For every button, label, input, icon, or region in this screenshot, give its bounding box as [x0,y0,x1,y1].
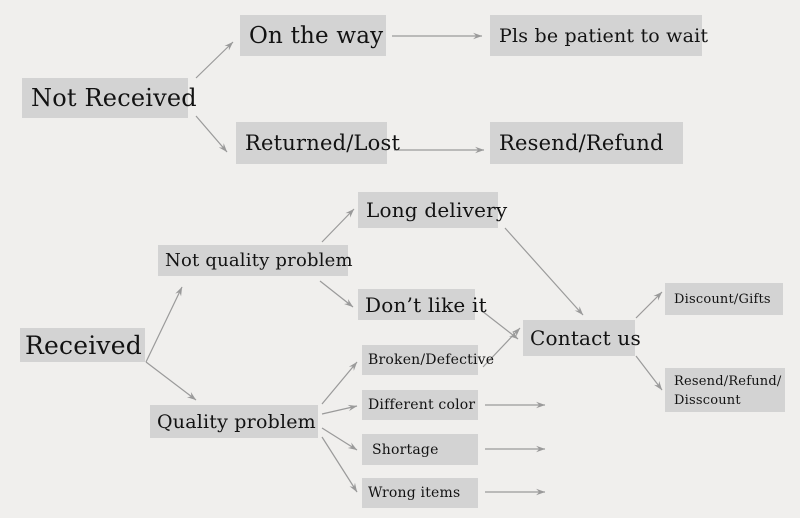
node-resend-refund[interactable]: Resend/Refund [490,122,683,164]
edge-received-to-quality-problem [145,361,197,401]
node-not-received[interactable]: Not Received [22,78,197,118]
node-resend-refund-disscount-label: Resend/Refund/ Disscount [674,372,785,410]
node-on-the-way-label: On the way [249,22,384,49]
edge-contact-us-to-discount-gifts [635,291,663,319]
node-shortage-label: Shortage [372,441,439,458]
node-different-color[interactable]: Different color [362,390,478,420]
node-pls-be-patient-to-wait-label: Pls be patient to wait [499,24,709,47]
node-different-color-label: Different color [368,397,476,413]
node-received[interactable]: Received [20,328,145,362]
edge-contact-us-to-resend-refund-disscount [635,355,663,391]
node-pls-be-patient-to-wait[interactable]: Pls be patient to wait [490,15,709,56]
node-discount-gifts-label: Discount/Gifts [674,291,771,307]
edge-long-delivery-to-contact-us [504,227,584,316]
node-long-delivery-label: Long delivery [366,198,508,222]
node-contact-us-label: Contact us [530,326,641,350]
node-broken-defective-label: Broken/Defective [368,352,495,368]
node-returned-lost[interactable]: Returned/Lost [236,122,401,164]
node-dont-like-it[interactable]: Don’t like it [358,289,487,320]
node-returned-lost-label: Returned/Lost [245,131,401,155]
node-contact-us[interactable]: Contact us [523,320,641,356]
node-resend-refund-disscount[interactable]: Resend/Refund/ Disscount [665,368,785,412]
node-not-received-label: Not Received [31,84,197,112]
edge-dont-like-it-to-contact-us [481,310,519,340]
node-discount-gifts[interactable]: Discount/Gifts [665,283,783,315]
edge-quality-problem-to-wrong-items [321,436,358,493]
node-long-delivery[interactable]: Long delivery [358,192,508,228]
edge-not-quality-problem-to-long-delivery [321,208,355,243]
edge-not-received-to-on-the-way [195,41,234,79]
edge-received-to-not-quality-problem [145,286,183,363]
edge-quality-problem-to-broken-defective [321,361,358,405]
edge-quality-problem-to-different-color [321,404,358,415]
node-not-quality-problem-label: Not quality problem [165,250,353,271]
edge-not-quality-problem-to-dont-like-it [319,280,354,308]
edge-not-received-to-returned-lost [195,115,228,153]
node-broken-defective[interactable]: Broken/Defective [362,345,495,375]
node-resend-refund-disscount-line2: Disscount [674,393,741,408]
node-quality-problem[interactable]: Quality problem [150,405,318,438]
node-quality-problem-label: Quality problem [157,410,316,433]
node-shortage[interactable]: Shortage [362,434,478,465]
node-on-the-way[interactable]: On the way [240,15,386,56]
edge-quality-problem-to-shortage [321,427,358,451]
node-not-quality-problem[interactable]: Not quality problem [158,245,353,276]
node-dont-like-it-label: Don’t like it [365,292,487,317]
node-wrong-items-label: Wrong items [368,485,461,501]
node-resend-refund-disscount-line1: Resend/Refund/ [674,374,782,389]
node-wrong-items[interactable]: Wrong items [362,478,478,508]
node-received-label: Received [25,330,142,360]
node-resend-refund-label: Resend/Refund [499,131,664,155]
